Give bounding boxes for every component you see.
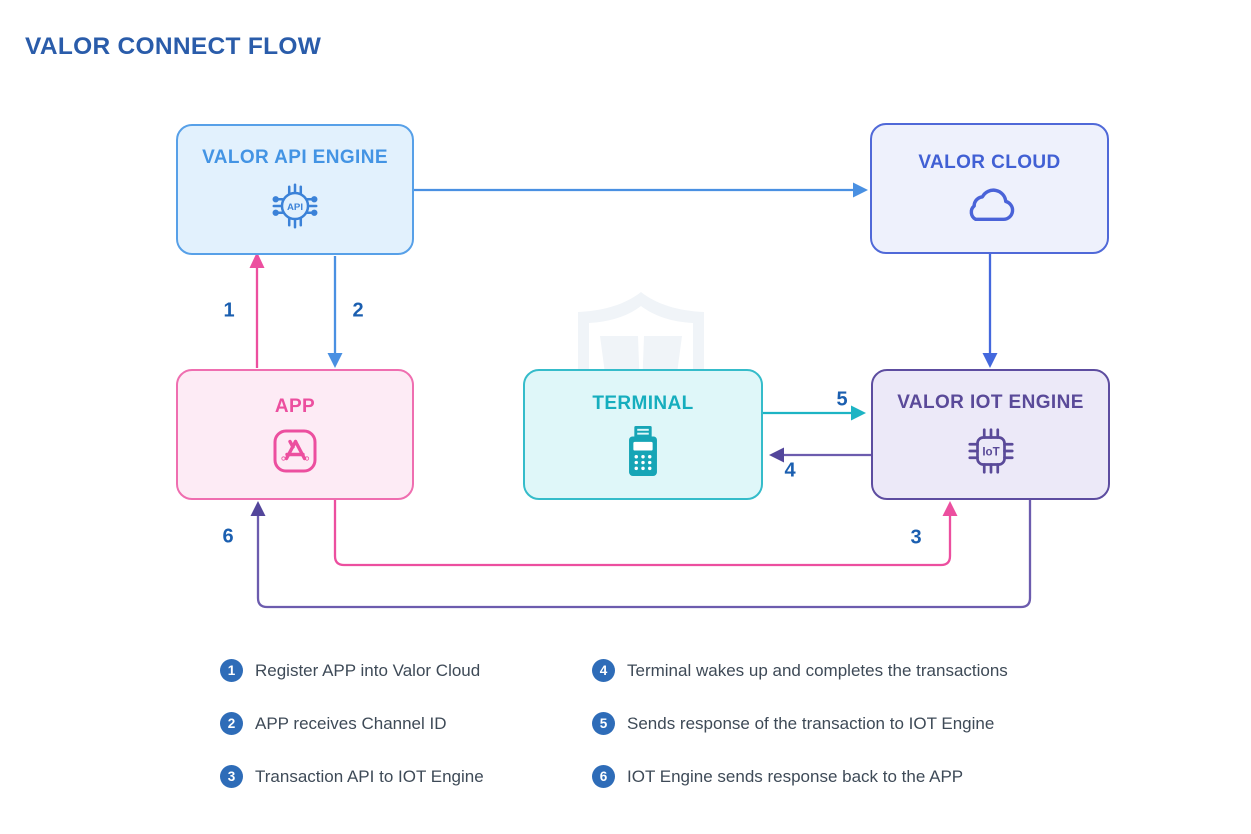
legend-badge-2: 2 (220, 712, 243, 735)
node-label: APP (274, 395, 316, 417)
arrow-cloud-to-iot (982, 254, 998, 368)
legend-item-3: 3 Transaction API to IOT Engine (220, 765, 484, 788)
arrow-app-to-api (249, 252, 265, 368)
node-terminal: TERMINAL (523, 369, 763, 500)
app-store-icon (273, 429, 317, 472)
page-title: VALOR CONNECT FLOW (25, 33, 322, 60)
legend-text-5: Sends response of the transaction to IOT… (627, 713, 995, 733)
legend-item-2: 2 APP receives Channel ID (220, 712, 447, 735)
step-number-2: 2 (352, 299, 364, 322)
node-valor-iot-engine: VALOR IOT ENGINE IoT (871, 369, 1110, 500)
legend-text-2: APP receives Channel ID (255, 713, 447, 733)
legend-badge-6: 6 (592, 765, 615, 788)
legend-item-6: 6 IOT Engine sends response back to the … (592, 765, 963, 788)
step-number-5: 5 (836, 388, 848, 411)
step-number-1: 1 (223, 299, 235, 322)
cloud-icon (969, 187, 1014, 221)
legend-item-4: 4 Terminal wakes up and completes the tr… (592, 659, 1008, 682)
legend-text-6: IOT Engine sends response back to the AP… (627, 766, 964, 786)
api-icon-text: API (287, 201, 303, 212)
legend-badge-1: 1 (220, 659, 243, 682)
legend-text-1: Register APP into Valor Cloud (255, 660, 481, 680)
node-app: APP (176, 369, 414, 500)
node-label: VALOR API ENGINE (202, 146, 388, 168)
legend-badge-3: 3 (220, 765, 243, 788)
legend-item-5: 5 Sends response of the transaction to I… (592, 712, 994, 735)
arrow-api-to-app (327, 256, 343, 368)
legend-item-1: 1 Register APP into Valor Cloud (220, 659, 480, 682)
pos-terminal-icon (629, 425, 657, 476)
iot-icon-text: IoT (982, 446, 999, 458)
api-chip-icon: API (272, 183, 318, 228)
node-valor-cloud: VALOR CLOUD (870, 123, 1109, 254)
node-label: VALOR IOT ENGINE (897, 391, 1084, 413)
arrow-api-to-cloud (414, 182, 868, 198)
node-label: TERMINAL (592, 392, 694, 414)
step-number-6: 6 (222, 525, 234, 548)
legend-badge-5: 5 (592, 712, 615, 735)
legend-text-4: Terminal wakes up and completes the tran… (627, 660, 1008, 680)
legend-badge-4: 4 (592, 659, 615, 682)
step-number-4: 4 (784, 459, 796, 482)
arrow-terminal-to-iot (763, 405, 866, 421)
step-number-3: 3 (910, 526, 922, 549)
legend-text-3: Transaction API to IOT Engine (255, 766, 484, 786)
node-valor-api-engine: VALOR API ENGINE API (176, 124, 414, 255)
iot-chip-icon: IoT (967, 427, 1014, 474)
node-label: VALOR CLOUD (918, 151, 1061, 173)
